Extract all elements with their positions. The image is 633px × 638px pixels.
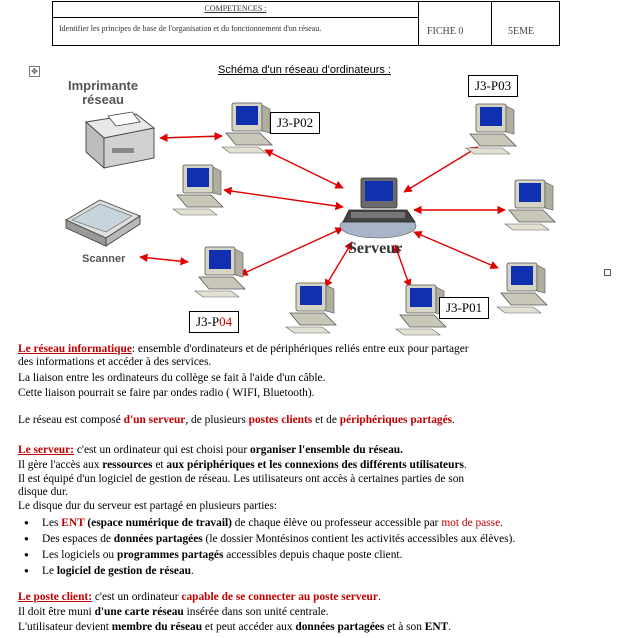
server-label: Serveur [348, 240, 403, 257]
computer-icon-p02 [221, 102, 273, 154]
p4-l2a: Il doit être muni [18, 606, 95, 618]
b2a: Des espaces de [42, 533, 114, 545]
p2-a: Le réseau est composé [18, 414, 124, 426]
header-table: COMPETENCES : Identifier les principes d… [52, 1, 560, 46]
p4-line2: Il doit être muni d'une carte réseau ins… [18, 606, 329, 619]
p3-line5: Le disque dur du serveur est partagé en … [18, 500, 278, 512]
p2-g: . [452, 414, 455, 426]
term-serveur: Le serveur: [18, 444, 74, 456]
p4-l3e: et à son [384, 621, 425, 633]
p3-b: organiser l'ensemble du réseau. [250, 444, 403, 456]
p4-l3d: données partagées [295, 621, 385, 633]
scanner-label: Scanner [82, 253, 126, 265]
term-reseau: Le réseau informatique [18, 343, 132, 355]
p4-l3c: et peut accéder aux [202, 621, 296, 633]
b3b: programmes partagés [116, 549, 224, 561]
niveau-label: 5EME [508, 26, 535, 37]
label-p04-suffix: 04 [219, 314, 233, 329]
computer-icon-p04 [194, 246, 246, 298]
p4-line1: Le poste client: c'est un ordinateur cap… [18, 591, 381, 604]
term-poste-client: Le poste client: [18, 591, 93, 603]
p1-line2: des informations et accéder à des servic… [18, 356, 212, 368]
p3-line2: Il gère l'accès aux ressources et aux pé… [18, 459, 467, 472]
p3-l2a: Il gère l'accès aux [18, 459, 103, 471]
p1-line3: La liaison entre les ordinateurs du coll… [18, 372, 326, 384]
b3a: Les logiciels ou [42, 549, 117, 561]
b2c: (le dossier Montésinos contient les acti… [202, 533, 516, 545]
p1-text: : ensemble d'ordinateurs et de périphéri… [131, 343, 469, 355]
p2-postes: postes clients [248, 414, 313, 426]
list-item: Les ENT (espace numérique de travail) de… [22, 515, 515, 531]
p1-line1: Le réseau informatique: ensemble d'ordin… [18, 343, 469, 356]
p2-e: et de [312, 414, 340, 426]
list-item: Des espaces de données partagées (le dos… [22, 531, 515, 547]
b1d: de chaque élève ou professeur accessible… [231, 517, 442, 529]
fiche-cell: FICHE 0 [419, 2, 492, 45]
b2b: données partagées [113, 533, 203, 545]
b1-mdp: mot de passe [441, 517, 501, 529]
p4-line3: L'utilisateur devient membre du réseau e… [18, 621, 451, 634]
computer-icon-right [504, 179, 556, 231]
niveau-cell: 5EME [492, 2, 559, 45]
printer-label-line1: Imprimante [68, 78, 139, 93]
printer-icon [84, 111, 156, 170]
p4-l3a: L'utilisateur devient [18, 621, 112, 633]
b4a: Le [42, 565, 57, 577]
p4-l2b: d'une carte réseau [94, 606, 184, 618]
p2-c: , de plusieurs [185, 414, 249, 426]
list-item: Le logiciel de gestion de réseau. [22, 563, 515, 579]
label-p04-prefix: J3-P [196, 314, 220, 329]
move-handle-icon[interactable]: ✥ [29, 66, 40, 77]
p3-l2b: ressources [102, 459, 153, 471]
b1f: . [500, 517, 504, 529]
p3-line3: Il est équipé d'un logiciel de gestion d… [18, 473, 465, 485]
competences-title: COMPETENCES : [204, 4, 267, 13]
fiche-label: FICHE 0 [427, 26, 464, 37]
p1-line4: Cette liaison pourrait se faire par onde… [18, 387, 315, 399]
computer-icon-p03 [465, 103, 517, 155]
p3-a: c'est un ordinateur qui est choisi pour [73, 444, 251, 456]
label-j3-p01: J3-P01 [439, 297, 490, 319]
diagram-title: Schéma d'un réseau d'ordinateurs : [218, 64, 391, 76]
b4c: . [191, 565, 194, 577]
p3-line4: disque dur. [18, 486, 68, 498]
b3c: accessibles depuis chaque poste client. [223, 549, 403, 561]
b4b: logiciel de gestion de réseau [56, 565, 192, 577]
p3-l2e: . [463, 459, 467, 471]
label-j3-p03: J3-P03 [468, 75, 519, 97]
computer-icon-left [172, 164, 224, 216]
p4-l3g: . [448, 621, 452, 633]
p3-l2c: et [152, 459, 167, 471]
printer-label: Imprimante réseau [68, 79, 138, 107]
scanner-icon [65, 199, 141, 247]
computer-icon-bottom-right [496, 262, 548, 314]
competences-cell: COMPETENCES : Identifier les principes d… [53, 2, 419, 45]
computer-icon-bottom [285, 282, 337, 334]
p4-c: . [377, 591, 381, 603]
p4-b: capable de se connecter au poste serveur [181, 591, 378, 603]
network-diagram [65, 102, 556, 336]
list-item: Les logiciels ou programmes partagés acc… [22, 547, 515, 563]
competences-text: Identifier les principes de base de l'or… [59, 24, 322, 33]
p4-l3b: membre du réseau [111, 621, 203, 633]
label-j3-p02: J3-P02 [270, 112, 321, 134]
server-icon [339, 177, 417, 239]
p4-l2c: insérée dans son unité centrale. [183, 606, 329, 618]
p3-line1: Le serveur: c'est un ordinateur qui est … [18, 444, 403, 457]
cell-divider [53, 17, 418, 18]
b1a: Les [42, 517, 62, 529]
connection-arrows [139, 132, 506, 288]
b1-ent: ENT [61, 517, 85, 529]
p4-l3f: ENT [424, 621, 449, 633]
bullet-list: Les ENT (espace numérique de travail) de… [22, 515, 515, 579]
b1c: (espace numérique de travail) [84, 517, 232, 529]
p2-line: Le réseau est composé d'un serveur, de p… [18, 414, 455, 427]
p3-l2d: aux périphériques et les connexions des … [166, 459, 464, 471]
label-j3-p04: J3-P04 [189, 311, 240, 333]
p2-serveur: d'un serveur [123, 414, 186, 426]
p2-peripheriques: périphériques partagés [339, 414, 453, 426]
p4-a: c'est un ordinateur [92, 591, 182, 603]
resize-handle-icon[interactable] [604, 269, 611, 276]
printer-label-line2: réseau [82, 92, 124, 107]
